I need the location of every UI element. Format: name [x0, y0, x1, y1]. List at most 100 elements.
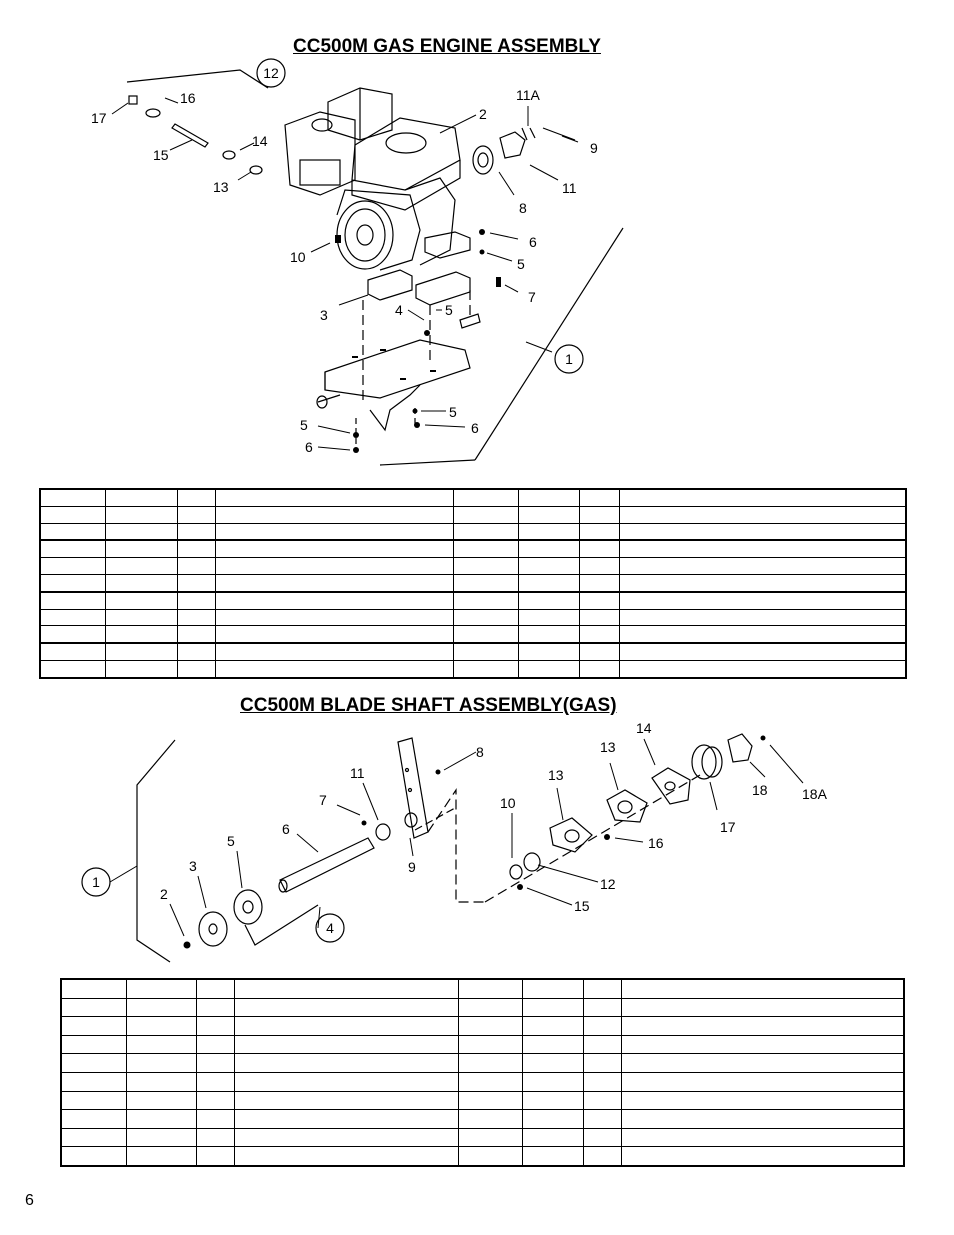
fuel-fitting-16 [145, 108, 161, 118]
engine-assembly-title: CC500M GAS ENGINE ASSEMBLY [293, 36, 601, 57]
table-row [60, 1071, 905, 1092]
callout-18: 18 [752, 782, 768, 798]
table-row [60, 1034, 905, 1055]
table-row [39, 608, 907, 627]
table-row [39, 539, 907, 559]
shaft-assembly-diagram: 8 14 13 11 13 7 10 6 18 18A 17 16 5 3 9 … [81, 720, 828, 963]
callout-8: 8 [476, 744, 484, 760]
bolt-2 [183, 941, 191, 949]
engine-housing [284, 111, 356, 196]
callout-13a: 13 [600, 739, 616, 755]
callout-6: 6 [282, 821, 290, 837]
callout-6c: 6 [305, 439, 313, 455]
callout-13: 13 [213, 179, 229, 195]
callout-11: 11 [562, 180, 577, 196]
callout-16: 16 [648, 835, 664, 851]
page-number: 6 [25, 1192, 34, 1209]
bolt-15 [517, 884, 523, 890]
fuel-tank [351, 117, 461, 191]
engine-parts-table [39, 488, 907, 679]
callout-7: 7 [528, 289, 536, 305]
fuel-fitting-17 [128, 95, 138, 105]
callout-6a: 6 [529, 234, 537, 250]
table-row [60, 1127, 905, 1148]
key-9 [542, 127, 576, 141]
callout-2: 2 [479, 106, 487, 122]
shaft-parts-table [60, 978, 905, 1167]
callout-9: 9 [408, 859, 416, 875]
table-row [39, 642, 907, 661]
table-row [39, 505, 907, 524]
engine-assembly-diagram: 12 17 16 15 14 13 2 11A 9 8 11 10 6 5 7 … [91, 58, 624, 466]
callout-9: 9 [590, 140, 598, 156]
table-row [60, 1090, 905, 1111]
callout-16: 16 [180, 90, 196, 106]
callout-13b: 13 [548, 767, 564, 783]
callout-15: 15 [574, 898, 590, 914]
table-row [60, 978, 905, 999]
callout-10: 10 [290, 249, 306, 265]
frame-line-right [474, 227, 624, 461]
fitting-13 [249, 165, 263, 175]
nut-16 [604, 834, 610, 840]
callout-17: 17 [91, 110, 107, 126]
table-row [39, 573, 907, 593]
callout-4: 4 [395, 302, 403, 318]
key-7 [361, 820, 367, 826]
callout-17: 17 [720, 819, 736, 835]
callout-5c: 5 [449, 404, 457, 420]
callout-7: 7 [319, 792, 327, 808]
callout-5: 5 [227, 833, 235, 849]
table-row [60, 1146, 905, 1167]
table-row [60, 1109, 905, 1129]
callout-12: 12 [600, 876, 616, 892]
callout-18A: 18A [802, 786, 828, 802]
gasket-14 [651, 767, 691, 805]
callout-14: 14 [636, 720, 652, 736]
callout-5d: 5 [300, 417, 308, 433]
bearing-13a [549, 817, 593, 853]
screw-18A [760, 735, 766, 741]
callout-12: 12 [263, 65, 279, 81]
blade-shaft [279, 837, 375, 893]
engine-mount-left [367, 269, 413, 301]
washer-11 [375, 823, 391, 841]
fitting-14 [222, 150, 236, 160]
collar-12 [523, 852, 541, 872]
callout-14: 14 [252, 133, 268, 149]
callout-8: 8 [519, 200, 527, 216]
callout-11: 11 [350, 765, 365, 781]
washer-10 [509, 864, 523, 880]
table-row [60, 1053, 905, 1073]
callout-3: 3 [189, 858, 197, 874]
screw-8 [435, 769, 441, 775]
table-row [39, 590, 907, 610]
hub-18 [727, 733, 753, 763]
base-plate [324, 339, 471, 399]
fuel-hose-15 [171, 123, 209, 148]
callout-6b: 6 [471, 420, 479, 436]
callout-2: 2 [160, 886, 168, 902]
shaft-assembly-title: CC500M BLADE SHAFT ASSEMBLY(GAS) [240, 695, 617, 716]
fuel-line-bracket [126, 69, 269, 89]
callout-5b: 5 [445, 302, 453, 318]
callout-1: 1 [565, 351, 573, 367]
callout-1: 1 [92, 874, 100, 890]
frame-line-bottom [379, 459, 476, 466]
table-row [60, 1016, 905, 1036]
table-row [39, 659, 907, 679]
fuel-cap [385, 132, 427, 154]
blade-flange-3 [198, 911, 228, 947]
table-row [39, 625, 907, 644]
table-row [39, 557, 907, 575]
hub [499, 131, 526, 159]
blade-flange-5 [233, 889, 263, 925]
bearing-plate [397, 737, 429, 839]
pulley-17 [691, 744, 717, 780]
table-row [60, 997, 905, 1018]
callout-10: 10 [500, 795, 516, 811]
pulley [472, 145, 494, 175]
callout-11A: 11A [516, 87, 541, 103]
table-row [39, 488, 907, 507]
table-row [39, 522, 907, 541]
